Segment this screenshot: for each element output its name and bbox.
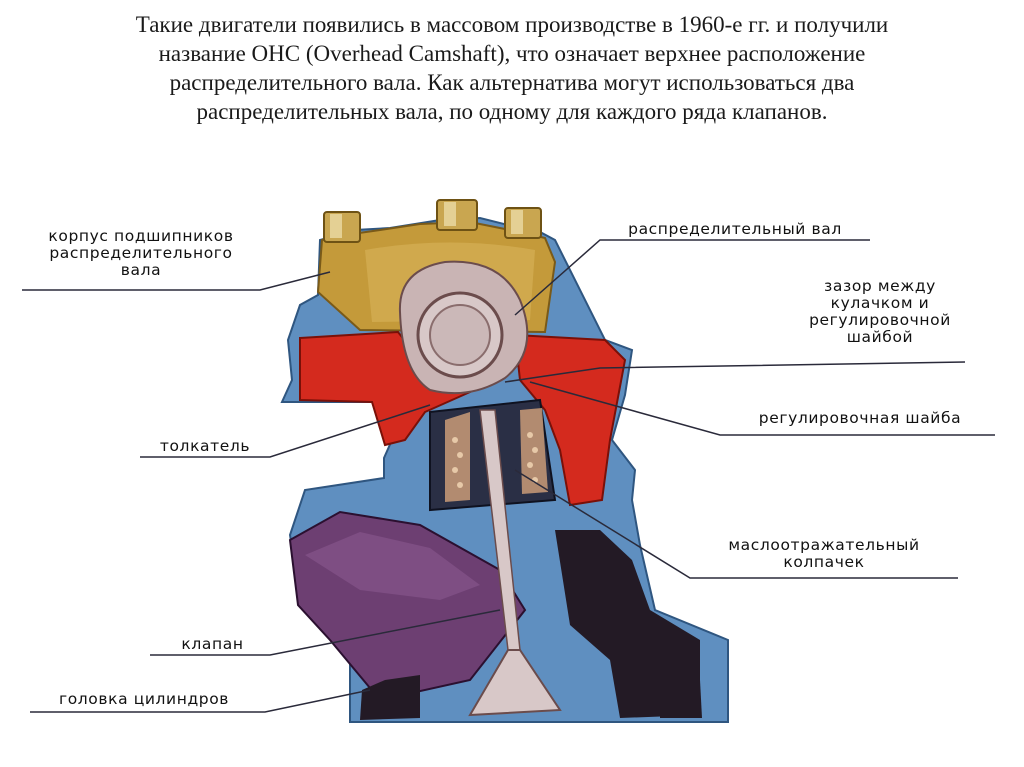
intro-text: Такие двигатели появились в массовом про…	[20, 10, 1004, 126]
label-bearing-housing: корпус подшипников распределительного ва…	[48, 227, 234, 279]
label-oil-cap: маслоотражательный колпачек	[728, 536, 920, 571]
label-valve: клапан	[181, 635, 244, 653]
intro-line-1: Такие двигатели появились в массовом про…	[135, 12, 889, 37]
label-gap: зазор между кулачком и регулировочной ша…	[809, 277, 951, 346]
valve-head	[468, 649, 562, 717]
intro-line-4: распределительных вала, по одному для ка…	[196, 99, 828, 124]
intro-line-2: название ОНС (Overhead Camshaft), что оз…	[158, 41, 866, 66]
label-cylinder-head: головка цилиндров	[58, 690, 230, 708]
exhaust-cavity	[555, 530, 700, 718]
label-camshaft: распределительный вал	[628, 220, 842, 238]
intro-line-3: распределительного вала. Как альтернатив…	[169, 70, 855, 95]
label-tappet: толкатель	[159, 437, 251, 455]
leader-lines	[22, 239, 995, 713]
label-shim: регулировочная шайба	[758, 409, 962, 427]
